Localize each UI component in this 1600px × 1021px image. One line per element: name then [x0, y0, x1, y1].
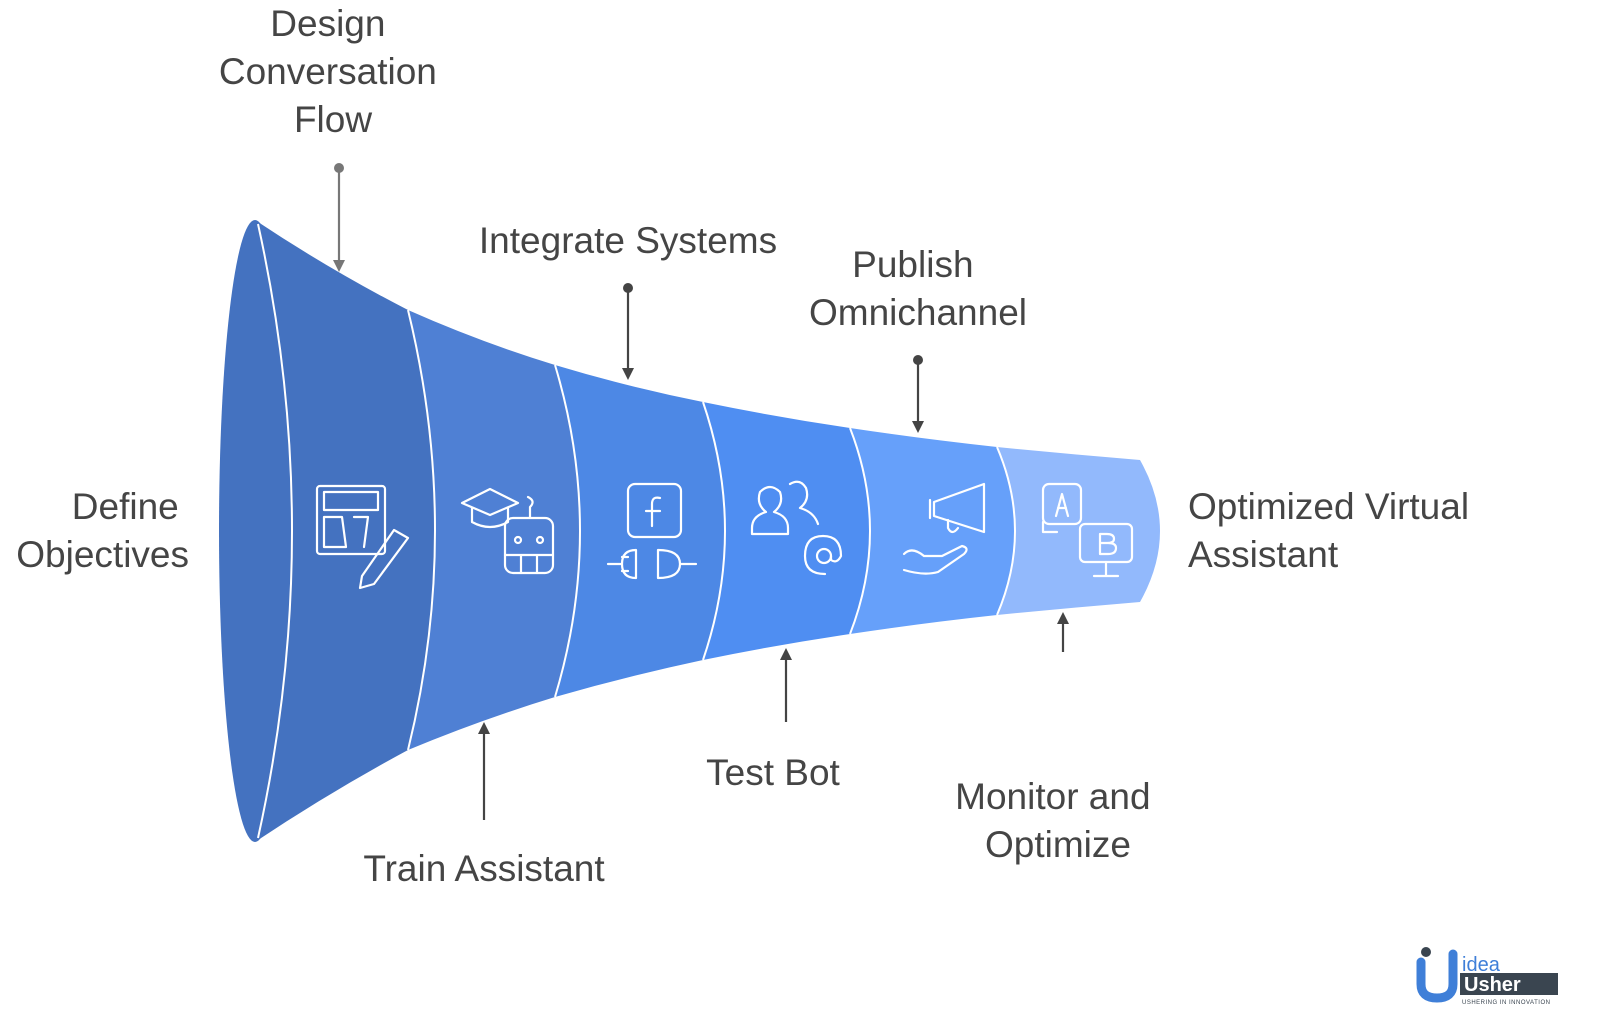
callout-arrows: [333, 163, 1069, 820]
funnel-mouth: [219, 220, 291, 842]
label-monitor-and-optimize: Monitor and Optimize: [955, 776, 1161, 865]
arrow-design: [333, 163, 345, 272]
label-design-conversation-flow: Design Conversation Flow: [219, 3, 447, 140]
arrow-train: [478, 722, 490, 820]
facebook-plug-icon: [606, 482, 698, 580]
arrow-test: [780, 648, 792, 722]
ab-test-icon: [1041, 482, 1134, 578]
idea-usher-logo: idea Usher USHERING IN INNOVATION: [1416, 947, 1558, 1006]
funnel-segment-6: [997, 447, 1160, 615]
users-at-icon: [750, 480, 843, 576]
logo-word-usher: Usher: [1464, 974, 1521, 996]
label-publish-omnichannel: Publish Omnichannel: [809, 244, 1027, 333]
megaphone-hand-icon: [902, 482, 986, 575]
funnel-segment-4: [703, 402, 870, 660]
label-define-objectives: Define Objectives: [16, 486, 189, 575]
label-integrate-systems: Integrate Systems: [479, 220, 777, 261]
label-test-bot: Test Bot: [706, 752, 840, 793]
funnel-segment-5: [850, 428, 1015, 634]
logo-word-idea: idea: [1462, 954, 1501, 976]
arrow-integrate: [622, 283, 634, 380]
logo-tagline: USHERING IN INNOVATION: [1462, 1000, 1550, 1006]
graduation-robot-icon: [460, 487, 555, 575]
label-optimized-virtual-assistant: Optimized Virtual Assistant: [1188, 486, 1479, 575]
funnel-segment-2: [408, 310, 580, 750]
label-train-assistant: Train Assistant: [363, 848, 605, 889]
funnel-body: [219, 220, 1160, 842]
funnel-segment-3: [555, 365, 725, 697]
funnel-segment-1: [255, 220, 435, 842]
layout-pencil-icon: [315, 484, 410, 590]
arrow-monitor: [1057, 612, 1069, 652]
arrow-publish: [912, 355, 924, 433]
